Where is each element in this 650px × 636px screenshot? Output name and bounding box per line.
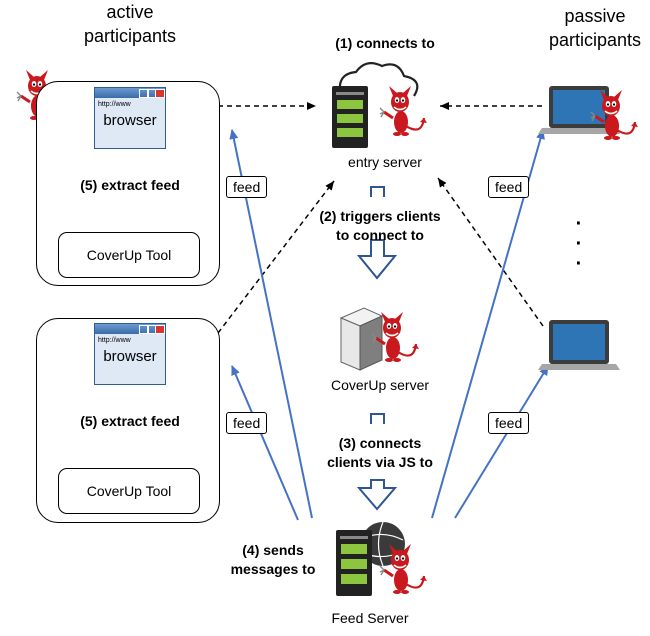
feed-label-passive-bottom: feed [488, 412, 530, 434]
browser-label: browser [103, 348, 157, 365]
entry-server-devil-icon [378, 84, 429, 138]
step4-sends-messages: (4) sends messages to [230, 542, 316, 577]
step5-extract-feed-bottom: (5) extract feed [80, 413, 180, 429]
browser-url: http://www [98, 101, 131, 108]
entry-server-label: entry server [348, 154, 422, 170]
coverup-tool-box-top: CoverUp Tool [58, 232, 200, 278]
passive-participants-header: passive participants [548, 6, 642, 50]
coverup-server-icon [339, 307, 384, 371]
step3-connects-clients: (3) connects clients via JS to [327, 435, 433, 470]
more-participants-dots: · · · [575, 213, 583, 275]
step2-triggers-clients: (2) triggers clients to connect to [319, 208, 441, 243]
browser-url: http://www [98, 337, 131, 344]
feed-label-active-bottom: feed [226, 412, 268, 434]
entry-server-icon [332, 61, 419, 148]
browser-window-icon: http://www browser [94, 87, 166, 149]
dashed-arrow-active2-to-entry [217, 180, 335, 334]
feed-server-label: Feed Server [331, 610, 409, 626]
feed-label-active-top: feed [226, 176, 268, 198]
feed-line-active-bottom [231, 365, 299, 521]
cloud-icon [338, 61, 419, 101]
laptop-icon-bottom [538, 320, 620, 370]
dashed-arrow-passive2-to-entry [437, 177, 544, 327]
step2-hollow-arrow [356, 186, 398, 280]
step3-hollow-arrow [356, 413, 398, 511]
feed-line-passive-bottom [454, 365, 549, 519]
step1-connects-to: (1) connects to [335, 35, 435, 51]
feed-label-passive-top: feed [488, 176, 530, 198]
coverup-tool-box-bottom: CoverUp Tool [58, 468, 200, 514]
browser-label: browser [103, 112, 157, 129]
step5-extract-feed-top: (5) extract feed [80, 177, 180, 193]
active-participants-header: active participants [83, 2, 177, 46]
browser-window-icon: http://www browser [94, 323, 166, 385]
coverup-server-label: CoverUp server [330, 377, 430, 393]
